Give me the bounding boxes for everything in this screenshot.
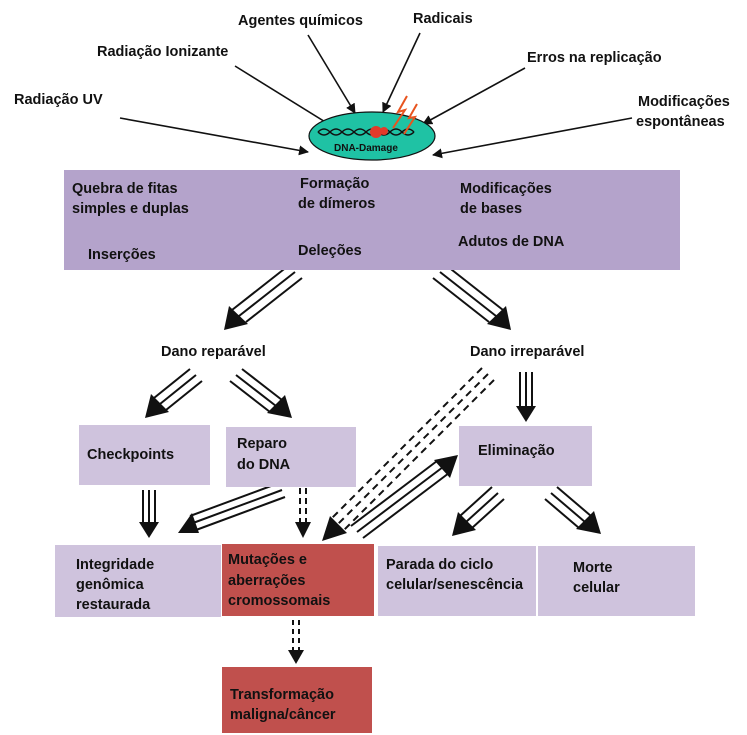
- label-modificacoes-espontaneas-1: Modificações: [638, 94, 730, 110]
- transformacao-label-1: Transformação: [230, 687, 334, 703]
- label-modificacoes-espontaneas-2: espontâneas: [636, 114, 725, 130]
- double-arrow-eliminacao-to-parada: [452, 486, 505, 536]
- morte-celular-box: [538, 546, 695, 616]
- reparo-dna-box: [226, 427, 356, 487]
- damage-adutos: Adutos de DNA: [458, 234, 565, 250]
- label-agentes-quimicos: Agentes químicos: [238, 13, 363, 29]
- double-arrow-to-reparavel: [224, 265, 303, 330]
- morte-label-1: Morte: [573, 560, 613, 576]
- double-arrow-reparo-to-integridade: [178, 482, 286, 533]
- damage-quebra-2: simples e duplas: [72, 201, 189, 217]
- double-arrow-to-checkpoints: [145, 368, 203, 418]
- damage-modificacoes-2: de bases: [460, 201, 523, 217]
- label-radicais: Radicais: [413, 11, 473, 27]
- arrow-erros-replicacao: [422, 67, 526, 125]
- reparo-label-1: Reparo: [237, 436, 287, 452]
- lightning-icon: [392, 95, 418, 135]
- double-arrow-eliminacao-to-morte: [544, 486, 601, 534]
- eliminacao-box: [459, 426, 592, 486]
- source-arrows: [119, 32, 633, 159]
- arrow-radiacao-uv: [119, 117, 309, 156]
- mutacoes-label-2: aberrações: [228, 573, 306, 589]
- checkpoints-box: [79, 425, 210, 485]
- dna-damage-label: DNA-Damage: [334, 143, 398, 154]
- dashed-arrow-irreparavel-to-mutacoes: [322, 367, 495, 541]
- damage-delecoes: Deleções: [298, 243, 362, 259]
- transformacao-label-2: maligna/câncer: [230, 707, 336, 723]
- dna-damage-ellipse: [308, 95, 436, 161]
- label-radiacao-ionizante: Radiação Ionizante: [97, 44, 229, 60]
- double-arrow-to-reparo: [229, 368, 292, 418]
- parada-ciclo-box: [378, 546, 536, 616]
- damage-formacao-1: Formação: [300, 176, 370, 192]
- damage-spot-icon: [370, 126, 388, 138]
- eliminacao-label: Eliminação: [478, 443, 555, 459]
- label-dano-irreparavel: Dano irreparável: [470, 344, 585, 360]
- transformacao-box: [222, 667, 372, 733]
- integridade-label-3: restaurada: [76, 597, 151, 613]
- damage-quebra-1: Quebra de fitas: [72, 181, 178, 197]
- integridade-label-2: genômica: [76, 577, 144, 593]
- arrow-radiacao-ionizante: [234, 65, 336, 129]
- double-arrows-level2: [145, 367, 536, 541]
- parada-label-1: Parada do ciclo: [386, 557, 494, 573]
- arrow-to-eliminacao: [516, 372, 536, 422]
- mutacoes-label-3: cromossomais: [228, 593, 331, 609]
- integridade-box: [55, 545, 221, 617]
- mutacoes-box: [222, 544, 374, 616]
- parada-label-2: celular/senescência: [386, 577, 524, 593]
- arrow-agentes-quimicos: [307, 34, 356, 114]
- damage-formacao-2: de dímeros: [298, 196, 376, 212]
- morte-label-2: celular: [573, 580, 620, 596]
- damage-types-box: [64, 170, 680, 270]
- reparo-label-2: do DNA: [237, 457, 291, 473]
- label-dano-reparavel: Dano reparável: [161, 344, 266, 360]
- label-radiacao-uv: Radiação UV: [14, 92, 103, 108]
- dashed-arrow-mutacoes-to-transformacao: [288, 620, 304, 664]
- arrow-checkpoints-to-integridade: [139, 490, 159, 538]
- checkpoints-label: Checkpoints: [87, 447, 175, 463]
- double-arrow-to-irreparavel: [432, 265, 511, 330]
- arrow-modificacoes-espontaneas: [432, 117, 633, 159]
- double-arrow-mutacoes-to-eliminacao: [350, 455, 458, 539]
- double-arrows-level3: [139, 455, 601, 664]
- arrow-radicais: [382, 32, 421, 113]
- label-erros-replicacao: Erros na replicação: [527, 50, 662, 66]
- damage-modificacoes-1: Modificações: [460, 181, 552, 197]
- dna-helix-icon: [317, 128, 415, 136]
- double-arrows-level1: [224, 265, 511, 330]
- mutacoes-label-1: Mutações e: [228, 552, 307, 568]
- integridade-label-1: Integridade: [76, 557, 155, 573]
- damage-insercoes: Inserções: [88, 247, 156, 263]
- dashed-arrow-reparo-to-mutacoes: [295, 488, 311, 538]
